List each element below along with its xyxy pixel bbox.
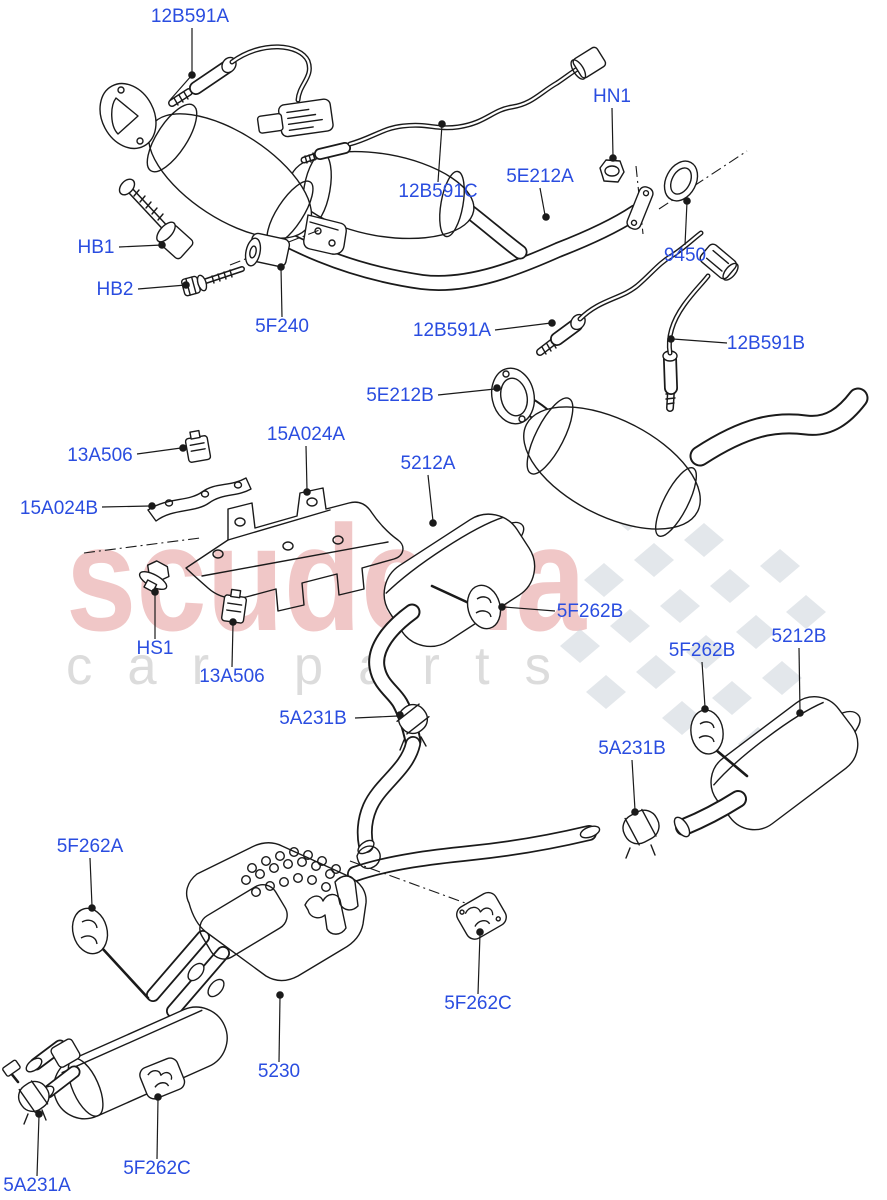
part-label-5F262C-front: 5F262C <box>123 1158 191 1179</box>
15a024a-bracket <box>185 487 404 612</box>
bracket-5f262c-front <box>139 1057 186 1100</box>
inlet-flange <box>99 82 157 150</box>
bracket-5f262c-center <box>456 891 507 940</box>
part-label-5A231B-left: 5A231B <box>279 708 347 729</box>
flag-diamond <box>712 681 752 715</box>
muffler-5230 <box>25 842 381 1120</box>
part-label-15A024B: 15A024B <box>20 498 98 519</box>
front-silencer-body <box>52 1006 228 1120</box>
checkered-flag <box>560 497 826 761</box>
clamp-5a231a <box>2 1059 50 1125</box>
hanger-5f262b-right <box>690 709 749 778</box>
hs1-bolt <box>138 560 170 593</box>
part-label-9450: 9450 <box>664 245 706 266</box>
flag-diamond <box>684 523 724 557</box>
heat-shield-perforations <box>240 847 342 898</box>
part-label-5A231B-right: 5A231B <box>598 738 666 759</box>
part-label-HS1: HS1 <box>137 638 174 659</box>
part-label-12B591C: 12B591C <box>398 181 477 202</box>
hanger-5f262b-left <box>430 584 502 630</box>
part-label-15A024A: 15A024A <box>267 424 346 445</box>
part-label-HN1: HN1 <box>593 86 631 107</box>
9450-gasket <box>658 150 748 210</box>
flag-diamond <box>736 615 776 649</box>
flag-diamond <box>760 549 800 583</box>
clamp-5a231b-right <box>622 808 660 859</box>
part-label-12B591A-top: 12B591A <box>151 6 230 27</box>
front-pipe <box>210 190 644 291</box>
muffler-5212b <box>673 696 861 838</box>
15a024b-bracket <box>147 477 252 522</box>
part-label-5F262C-center: 5F262C <box>444 993 512 1014</box>
part-label-5F262A: 5F262A <box>57 836 124 857</box>
rear-silencer-body <box>185 842 367 982</box>
flag-diamond <box>710 569 750 603</box>
hanger-5f262a <box>71 907 150 1000</box>
part-label-5E212A: 5E212A <box>506 166 574 187</box>
flag-diamond <box>636 655 676 689</box>
sensor-connector <box>572 46 607 79</box>
hb1-bolt <box>118 178 194 260</box>
flag-diamond <box>762 661 802 695</box>
sensor-connector <box>699 243 738 280</box>
flag-diamond <box>584 563 624 597</box>
front-catalytic-converter <box>99 82 475 246</box>
bracket-assembly <box>83 429 404 624</box>
flag-diamond <box>610 609 650 643</box>
part-label-12B591B: 12B591B <box>727 333 805 354</box>
5f240-isolator <box>244 232 291 268</box>
part-label-5F240: 5F240 <box>255 316 309 337</box>
flag-diamond <box>586 675 626 709</box>
part-label-5F262B-right: 5F262B <box>669 640 736 661</box>
part-label-5212B: 5212B <box>772 626 827 647</box>
part-label-13A506-upper: 13A506 <box>67 445 133 466</box>
part-label-5F262B-left: 5F262B <box>557 601 624 622</box>
crossover-pipes <box>347 736 601 905</box>
part-label-HB2: HB2 <box>97 279 134 300</box>
harness-connector <box>256 98 334 138</box>
o2-sensor-12b591b <box>662 243 739 412</box>
part-label-13A506-lower: 13A506 <box>199 666 265 687</box>
13a506-clip-upper <box>184 429 212 463</box>
flag-diamond <box>560 629 600 663</box>
leader-lines <box>35 28 804 1177</box>
rear-catalytic-converter <box>490 367 869 537</box>
part-labels: 12B591A HB1 HB2 5F240 12B591C 5E212A HN1… <box>3 6 826 1196</box>
hanger-hook <box>356 845 381 870</box>
hb2-bolt <box>180 266 245 297</box>
part-label-5E212B: 5E212B <box>366 385 434 406</box>
o2-sensor-12b591a-top <box>168 44 312 107</box>
o2-sensor-12b591c <box>300 46 607 164</box>
flag-diamond <box>786 595 826 629</box>
part-label-5A231A: 5A231A <box>3 1175 71 1196</box>
part-label-5230: 5230 <box>258 1061 300 1082</box>
13a506-clip-lower <box>220 588 248 624</box>
part-label-5212A: 5212A <box>401 453 456 474</box>
hn1-nut <box>599 159 625 183</box>
flag-diamond <box>686 635 726 669</box>
clamp-5a231b-left <box>396 703 430 751</box>
part-label-12B591A-mid: 12B591A <box>413 320 492 341</box>
watermark-tagline-text: car parts <box>66 636 586 696</box>
o2-sensor-12b591a-mid <box>536 230 704 356</box>
flag-diamond <box>634 543 674 577</box>
part-label-HB1: HB1 <box>78 237 115 258</box>
cat-inlet-flange <box>490 367 536 425</box>
parts-art <box>2 44 869 1125</box>
front-pipe-flange <box>626 165 654 235</box>
flag-diamond <box>660 589 700 623</box>
